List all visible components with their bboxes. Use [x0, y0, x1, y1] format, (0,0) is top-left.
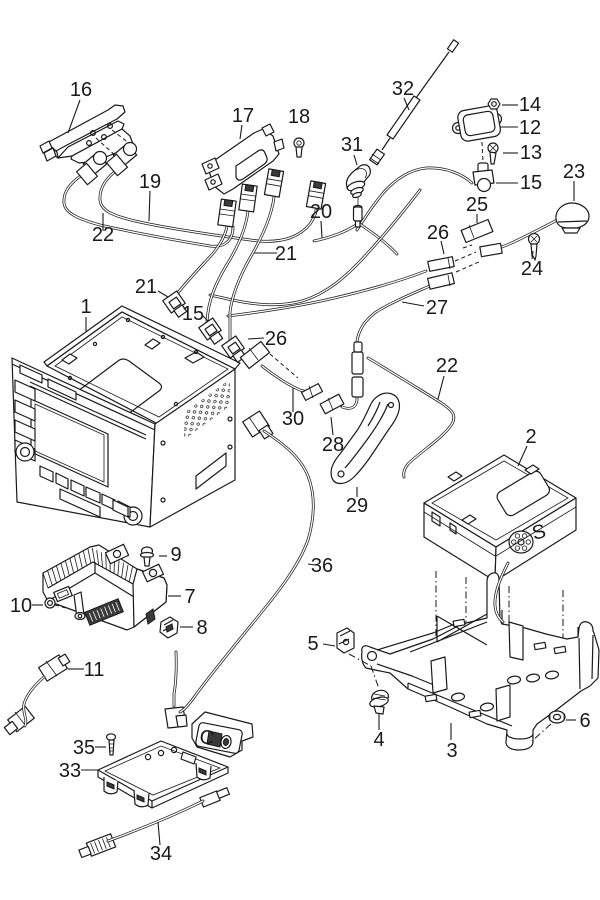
svg-text:15: 15	[182, 303, 204, 325]
svg-text:29: 29	[346, 495, 368, 517]
svg-text:16: 16	[70, 79, 92, 101]
svg-text:3: 3	[446, 740, 457, 762]
svg-text:15: 15	[520, 172, 542, 194]
svg-text:26: 26	[427, 222, 449, 244]
svg-text:7: 7	[184, 586, 195, 608]
svg-text:11: 11	[84, 659, 105, 681]
svg-text:21: 21	[135, 276, 157, 298]
svg-text:27: 27	[426, 297, 448, 319]
svg-text:32: 32	[392, 78, 414, 100]
svg-text:12: 12	[519, 117, 541, 139]
svg-text:17: 17	[232, 105, 254, 127]
svg-text:10: 10	[10, 595, 32, 617]
svg-text:S: S	[530, 520, 548, 545]
svg-text:28: 28	[322, 434, 344, 456]
svg-text:C: C	[198, 726, 216, 750]
svg-text:36: 36	[311, 555, 333, 577]
svg-text:19: 19	[139, 171, 161, 193]
svg-text:33: 33	[59, 760, 81, 782]
svg-text:24: 24	[521, 258, 543, 280]
svg-text:21: 21	[275, 243, 297, 265]
svg-text:30: 30	[282, 408, 304, 430]
svg-text:22: 22	[436, 355, 458, 377]
svg-text:26: 26	[265, 328, 287, 350]
svg-text:14: 14	[519, 94, 541, 116]
svg-text:22: 22	[92, 224, 114, 246]
svg-text:1: 1	[80, 296, 91, 318]
svg-text:34: 34	[150, 843, 172, 865]
svg-text:4: 4	[373, 729, 384, 751]
svg-text:35: 35	[73, 737, 95, 759]
svg-text:23: 23	[563, 161, 585, 183]
svg-text:5: 5	[307, 633, 318, 655]
svg-text:9: 9	[170, 544, 181, 566]
svg-text:25: 25	[466, 194, 488, 216]
svg-text:18: 18	[288, 106, 310, 128]
svg-text:6: 6	[579, 710, 590, 732]
svg-text:2: 2	[525, 426, 536, 448]
svg-text:8: 8	[196, 617, 207, 639]
svg-text:20: 20	[310, 201, 332, 223]
svg-text:31: 31	[341, 134, 363, 156]
svg-text:13: 13	[520, 142, 542, 164]
